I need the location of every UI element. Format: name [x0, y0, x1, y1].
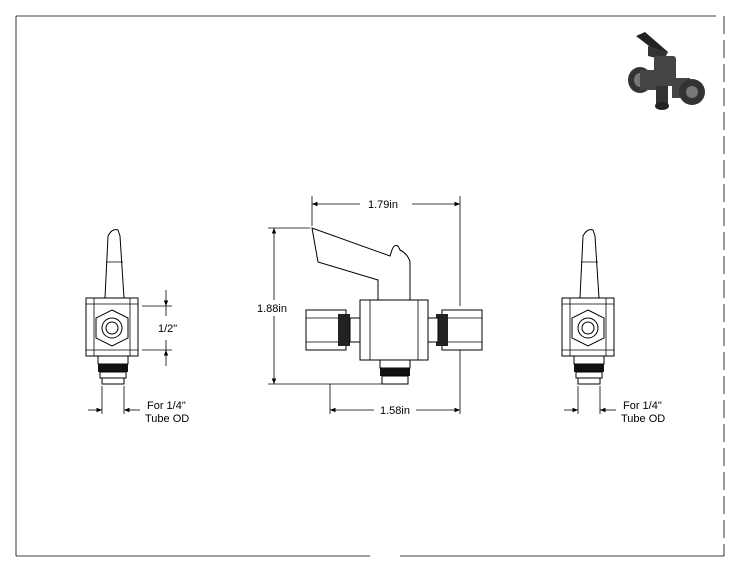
front-view: [268, 196, 483, 414]
left-tube-note-line2: Tube OD: [145, 413, 189, 425]
drawing-border: [15, 15, 725, 557]
left-tube-note-line1: For 1/4": [147, 400, 186, 412]
valve-isometric-icon: [628, 32, 705, 110]
right-tube-note-line2: Tube OD: [621, 413, 665, 425]
left-side-view: [85, 229, 172, 414]
height-dimension: 1.88in: [257, 303, 287, 315]
body-width-dimension: 1.58in: [380, 405, 410, 417]
handle-width-dimension: 1.79in: [368, 199, 398, 211]
port-size-dimension: 1/2": [158, 323, 177, 335]
right-tube-note-line1: For 1/4": [623, 400, 662, 412]
right-side-view: [561, 229, 616, 414]
